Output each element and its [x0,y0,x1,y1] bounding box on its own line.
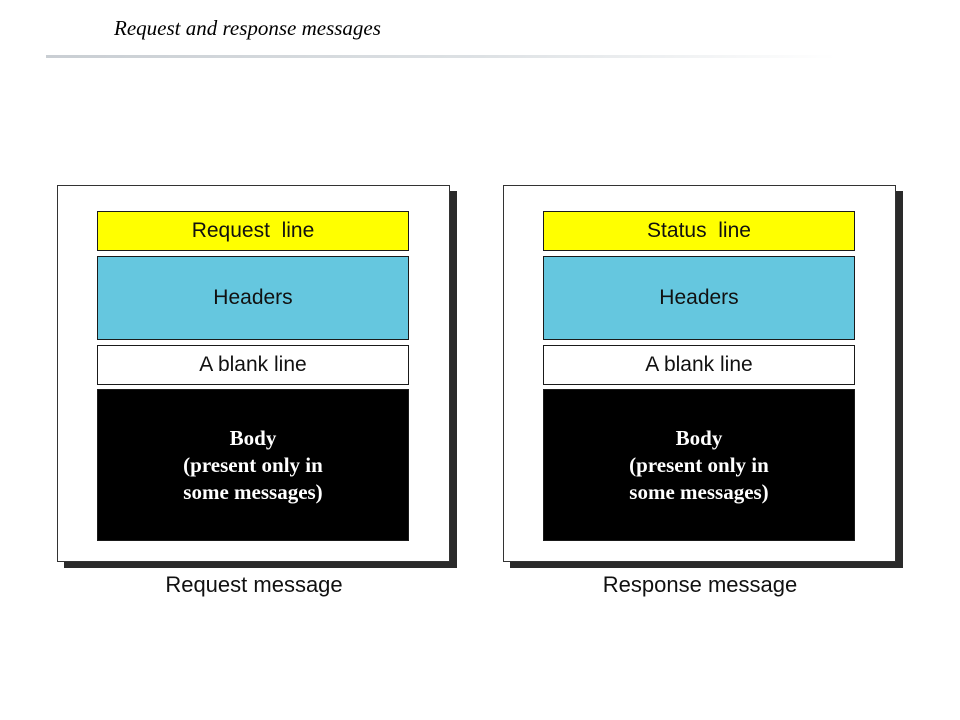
response-body-line-1: Body [675,425,723,450]
response-message-panel: Status line Headers A blank line Body (p… [503,185,903,568]
response-body-box: Body (present only in some messages) [543,389,855,541]
status-line-label: Status line [647,219,751,242]
response-body-line-2: (present only in [629,452,769,477]
title-divider [46,55,836,58]
response-headers-label: Headers [659,286,739,309]
request-line-label: Request line [191,219,315,242]
request-body-box: Body (present only in some messages) [97,389,409,541]
response-blank-line-box: A blank line [543,345,855,385]
request-blank-line-label: A blank line [199,353,307,376]
status-line-box: Status line [543,211,855,251]
response-body-line-3: some messages) [629,479,769,504]
response-blank-line-label: A blank line [645,353,753,376]
response-panel-frame: Status line Headers A blank line Body (p… [503,185,896,562]
request-body-line-1: Body [229,425,277,450]
request-message-caption: Request message [165,572,343,597]
request-headers-label: Headers [213,286,293,309]
request-line-box: Request line [97,211,409,251]
response-headers-box: Headers [543,256,855,340]
request-headers-box: Headers [97,256,409,340]
request-blank-line-box: A blank line [97,345,409,385]
request-body-line-2: (present only in [183,452,323,477]
request-message-panel: Request line Headers A blank line Body (… [57,185,457,568]
slide-title: Request and response messages [114,16,381,40]
response-message-caption: Response message [602,572,798,597]
request-panel-frame: Request line Headers A blank line Body (… [57,185,450,562]
request-body-line-3: some messages) [183,479,323,504]
